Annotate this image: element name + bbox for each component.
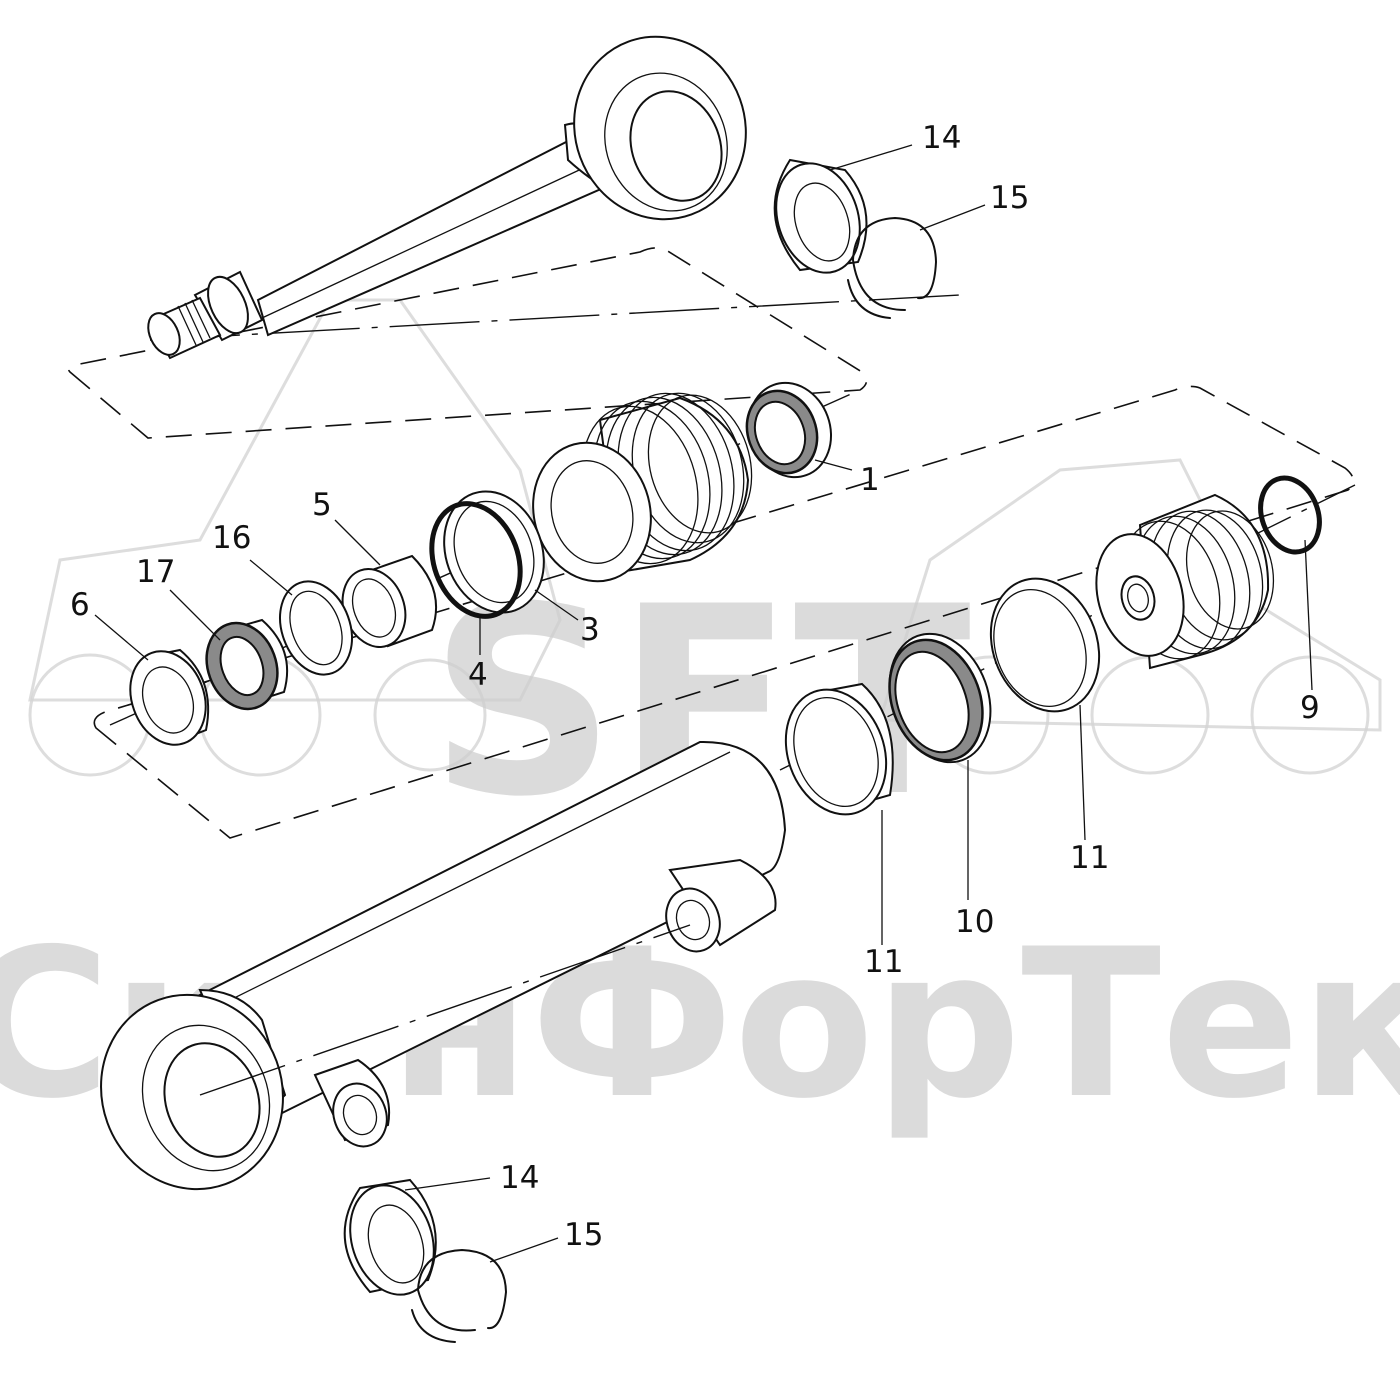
callout-10: 10 — [955, 904, 994, 940]
rod-thread — [177, 299, 211, 346]
callout-labels: 1 3 4 5 6 9 10 11 11 14 14 15 15 16 17 — [70, 120, 1320, 1253]
callout-14-top: 14 — [922, 120, 961, 156]
piston — [1095, 493, 1275, 670]
callout-1: 1 — [860, 462, 880, 498]
piston-seal-10 — [888, 632, 992, 764]
barrel-port-upper — [665, 858, 777, 953]
piston-rod-group-outline — [68, 247, 868, 439]
barrel-port-lower — [313, 1058, 391, 1148]
bushing-14-bottom — [343, 1178, 437, 1296]
callout-5: 5 — [312, 487, 332, 523]
callout-16: 16 — [212, 520, 251, 556]
cylinder-barrel — [100, 740, 787, 1191]
o-ring-4 — [429, 501, 523, 619]
callout-17: 17 — [136, 554, 175, 590]
leader-lines — [94, 144, 1313, 1263]
cylinder-head — [532, 392, 753, 583]
sleeve-5 — [341, 554, 438, 648]
rod-seal-17 — [205, 618, 289, 711]
guide-ring-11-right — [989, 577, 1101, 713]
rod-centerline — [149, 294, 961, 341]
callout-11-left: 11 — [864, 944, 903, 980]
wiper-6 — [129, 648, 210, 746]
callout-6: 6 — [70, 587, 90, 623]
piston-rod — [147, 35, 747, 360]
circlip-15-bottom — [411, 1249, 507, 1343]
callout-4: 4 — [468, 657, 488, 693]
barrel-eye — [100, 993, 284, 1191]
callout-3: 3 — [580, 612, 600, 648]
callout-9: 9 — [1300, 690, 1320, 726]
o-ring-9 — [1258, 475, 1322, 555]
callout-15-bottom: 15 — [564, 1217, 603, 1253]
bushing-14-top — [773, 158, 868, 274]
circlip-15-top — [847, 217, 937, 319]
barrel-centerline — [199, 924, 691, 1096]
rod-eye — [573, 35, 747, 221]
callout-15-top: 15 — [990, 180, 1029, 216]
washer-16 — [279, 580, 353, 676]
guide-ring-1 — [745, 381, 833, 479]
guide-ring-11-left — [784, 682, 894, 816]
callout-14-bottom: 14 — [500, 1160, 539, 1196]
piston-group-outline — [93, 385, 1355, 839]
callout-11-right: 11 — [1070, 840, 1109, 876]
